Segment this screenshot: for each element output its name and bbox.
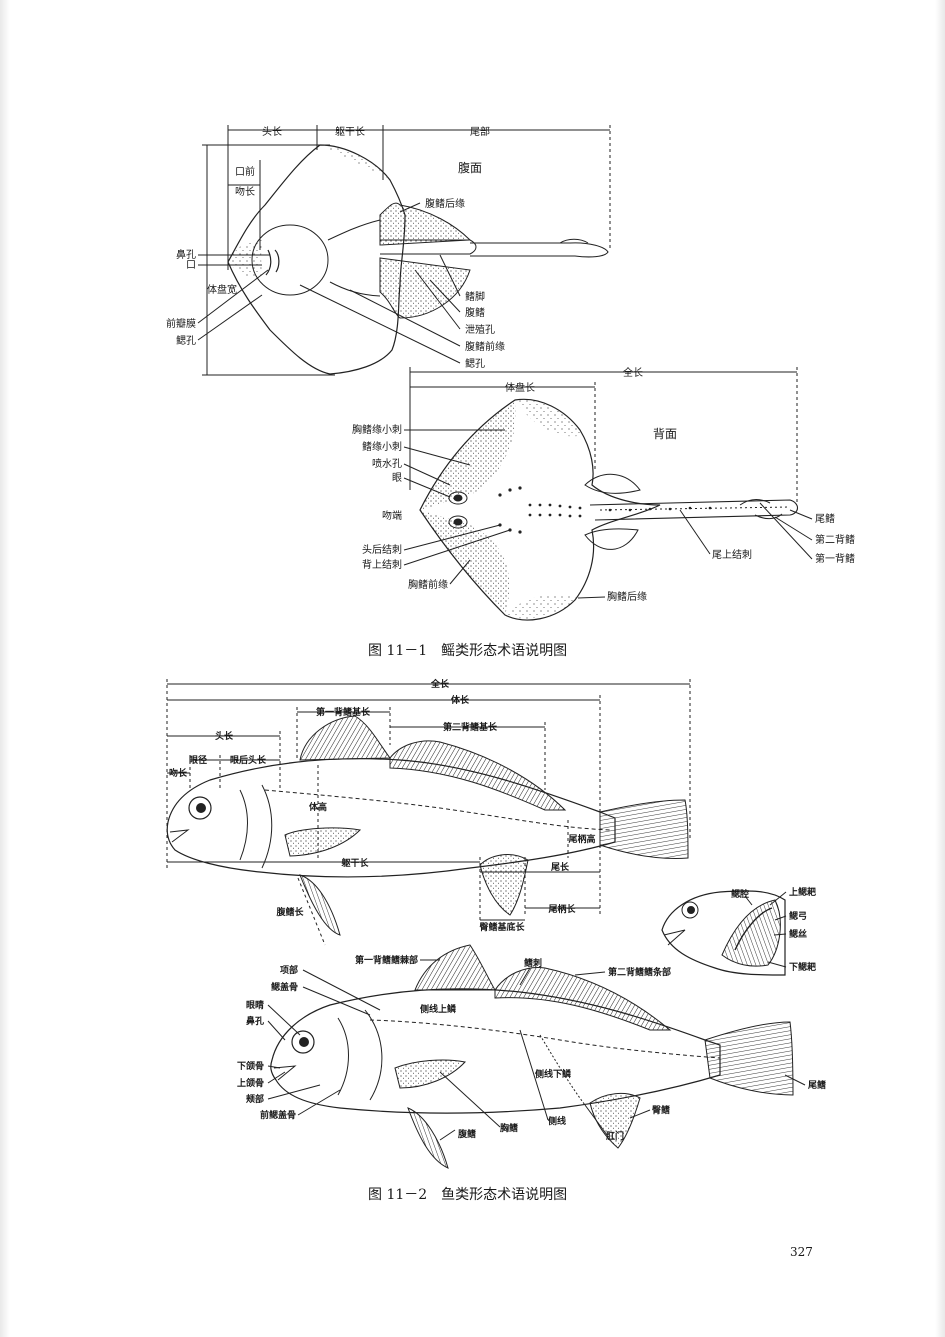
dim-standard-length: 体长 <box>451 694 470 706</box>
label-pectoral-anterior-margin: 胸鳍前缘 <box>408 578 448 591</box>
figure2-caption-number: 图 11－2 <box>368 1187 428 1203</box>
label-gill-chamber: 鳃腔 <box>730 888 749 900</box>
dim-tail: 尾部 <box>470 125 490 138</box>
gill-inset <box>661 890 787 976</box>
label-mouth: 口 <box>186 260 196 271</box>
label-anal-fin: 臀鳍 <box>652 1104 670 1116</box>
ray-ventral-labels: 头长 躯干长 尾部 口前 吻长 腹面 鼻孔 口 体盘宽 前瓣膜 鳃孔 腹鳍后缘 … <box>166 125 505 370</box>
label-pelvic-anterior-margin: 腹鳍前缘 <box>465 340 505 353</box>
label-gill-slit: 鳃孔 <box>465 357 485 370</box>
label-fin-spine: 鳍刺 <box>524 957 542 969</box>
dim-trunk-length: 躯干长 <box>335 125 365 138</box>
label-clasper: 鳍脚 <box>465 290 485 303</box>
figure1-caption: 图 11－1 鳐类形态术语说明图 <box>368 640 567 660</box>
label-upper-jaw: 上颌骨 <box>237 1077 264 1089</box>
label-fish-pelvic-fin: 腹鳍 <box>457 1128 476 1140</box>
label-nostril: 鼻孔 <box>176 248 196 261</box>
gill-inset-labels: 鳃腔 上鳃耙 鳃弓 鳃丝 下鳃耙 <box>730 886 816 973</box>
ray-dorsal-view <box>403 367 813 621</box>
dim-caudal-peduncle-depth: 尾柄高 <box>567 833 595 845</box>
view-label-dorsal: 背面 <box>653 427 677 441</box>
label-snout-tip: 吻端 <box>382 509 402 522</box>
label-preopercle: 前鳃盖骨 <box>260 1109 296 1121</box>
label-disc-width: 体盘宽 <box>207 283 237 296</box>
fish-measurement-labels: 全长 体长 第一背鳍基长 第二背鳍基长 头长 眼径 眼后头长 吻长 体高 尾柄高… <box>169 678 596 933</box>
label-nape: 项部 <box>280 964 298 976</box>
dim-tail-length: 尾长 <box>550 861 570 873</box>
figure1-caption-number: 图 11－1 <box>368 643 428 659</box>
dim-body-depth: 体高 <box>309 801 327 813</box>
label-scales-above-lateral-line: 侧线上鳞 <box>420 1003 457 1015</box>
label-second-dorsal-fin: 第二背鳍 <box>815 533 855 546</box>
label-nuchal-thorns: 头后结刺 <box>362 543 402 556</box>
label-fish-nostril: 鼻孔 <box>246 1015 264 1027</box>
label-lower-gill-rakers: 下鳃耙 <box>789 961 816 973</box>
label-opercle: 鳃盖骨 <box>270 981 298 993</box>
dim-anal-fin-base: 臀鳍基底长 <box>479 921 525 933</box>
label-pelvic-posterior-margin: 腹鳍后缘 <box>425 197 465 210</box>
label-first-dorsal-fin: 第一背鳍 <box>815 552 855 565</box>
dim-snout-length: 吻长 <box>235 186 255 198</box>
label-dorsal-thorns: 背上结刺 <box>362 558 402 571</box>
label-tail-thorns: 尾上结刺 <box>712 548 752 561</box>
scan-shadow-left <box>0 0 10 1337</box>
dim-caudal-peduncle-length: 尾柄长 <box>547 903 576 915</box>
dim-first-dorsal-base: 第一背鳍基长 <box>316 706 371 718</box>
label-pectoral-fin: 胸鳍 <box>500 1122 518 1134</box>
label-fish-caudal-fin: 尾鳍 <box>807 1079 826 1091</box>
page-number: 327 <box>790 1245 813 1259</box>
label-cheek: 颊部 <box>246 1093 264 1105</box>
label-scales-below-lateral-line: 侧线下鳞 <box>535 1068 572 1080</box>
dim-trunk-length-fish: 躯干长 <box>340 857 369 869</box>
label-anterior-valve: 前瓣膜 <box>166 317 196 330</box>
label-gill-filaments: 鳃丝 <box>788 928 807 940</box>
dim-fish-total-length: 全长 <box>430 678 450 690</box>
figure2-caption: 图 11－2 鱼类形态术语说明图 <box>368 1184 567 1204</box>
label-second-dorsal-soft: 第二背鳍鳍条部 <box>608 966 671 978</box>
dim-fish-head-length: 头长 <box>215 730 234 742</box>
label-gill-opening: 鳃孔 <box>176 334 196 347</box>
label-lateral-line: 侧线 <box>548 1115 566 1127</box>
view-label-ventral: 腹面 <box>458 161 482 175</box>
fish-measurement-view <box>166 679 691 946</box>
dim-pelvic-fin-length: 腹鳍长 <box>275 906 304 918</box>
fish-anatomy-labels: 第一背鳍鳍棘部 鳍刺 第二背鳍鳍条部 侧线上鳞 侧线下鳞 项部 鳃盖骨 眼睛 鼻… <box>237 954 826 1142</box>
ray-dorsal-labels: 全长 体盘长 背面 胸鳍缘小刺 鳍缘小刺 喷水孔 眼 吻端 头后结刺 背上结刺 … <box>352 366 855 603</box>
dim-postorbital-length: 眼后头长 <box>230 754 267 766</box>
label-spiracle: 喷水孔 <box>372 458 402 470</box>
dim-total-length: 全长 <box>623 366 643 379</box>
figure2-caption-text: 鱼类形态术语说明图 <box>441 1187 568 1203</box>
scan-shadow-right <box>935 0 945 1337</box>
label-eyes: 眼睛 <box>246 999 264 1011</box>
label-caudal-fin: 尾鳍 <box>815 512 835 525</box>
label-cloaca: 泄殖孔 <box>465 323 495 336</box>
label-fin-margin-spines: 鳍缘小刺 <box>362 440 402 453</box>
label-pectoral-posterior-margin: 胸鳍后缘 <box>607 590 647 603</box>
label-gill-arch: 鳃弓 <box>788 910 807 922</box>
dim-head-length: 头长 <box>262 126 282 138</box>
dim-fish-snout-length: 吻长 <box>169 767 188 779</box>
ray-ventral-view <box>197 125 611 376</box>
dim-second-dorsal-base: 第二背鳍基长 <box>443 721 498 733</box>
label-first-dorsal-spiny: 第一背鳍鳍棘部 <box>355 954 418 966</box>
fish-anatomy-view <box>267 944 806 1169</box>
label-eye: 眼 <box>392 472 402 484</box>
label-upper-gill-rakers: 上鳃耙 <box>789 886 816 898</box>
label-lower-jaw: 下颌骨 <box>237 1060 264 1072</box>
label-pectoral-margin-spines: 胸鳍缘小刺 <box>352 423 402 436</box>
dim-preoral: 口前 <box>235 165 255 178</box>
dim-eye-diameter: 眼径 <box>189 754 207 766</box>
label-anus: 肛门 <box>606 1130 624 1142</box>
figure1-caption-text: 鳐类形态术语说明图 <box>441 643 568 659</box>
label-pelvic-fin: 腹鳍 <box>465 306 485 319</box>
dim-disc-length: 体盘长 <box>505 381 535 394</box>
